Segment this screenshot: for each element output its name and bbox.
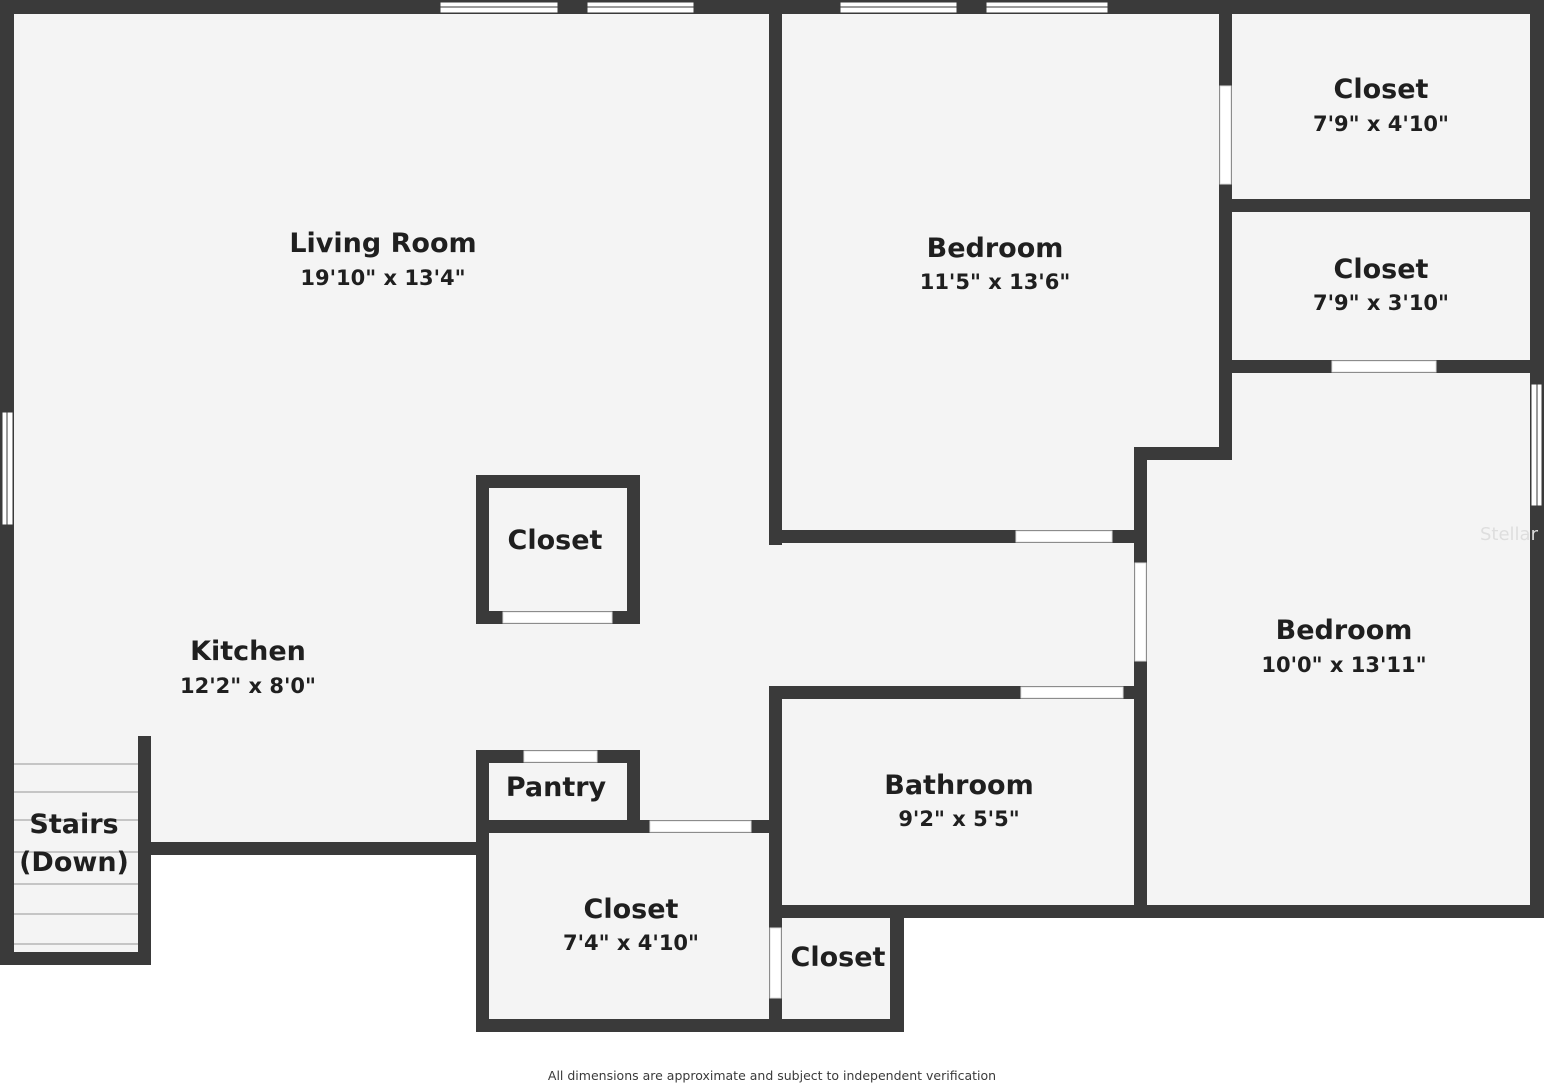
watermark-text: Stellar M bbox=[1480, 524, 1544, 545]
doorway bbox=[1331, 360, 1437, 373]
stairs-direction-label: (Down) bbox=[19, 847, 129, 878]
living-room-label: Living Room bbox=[289, 228, 476, 259]
exterior-areas bbox=[8, 848, 1544, 1083]
stairs-treads bbox=[14, 763, 138, 945]
stairs-label: Stairs bbox=[29, 809, 118, 840]
doorway bbox=[1219, 85, 1232, 185]
living-room-dimensions: 19'10" x 13'4" bbox=[300, 266, 465, 290]
doorway bbox=[1020, 686, 1124, 699]
bathroom-dimensions: 9'2" x 5'5" bbox=[898, 807, 1019, 831]
kitchen-label: Kitchen bbox=[190, 636, 306, 667]
closet-mid-right-dimensions: 7'9" x 3'10" bbox=[1313, 291, 1449, 315]
closet-mid-right-label: Closet bbox=[1334, 254, 1429, 285]
openings bbox=[1, 1, 1543, 526]
doorway bbox=[1015, 530, 1113, 543]
bedroom-1-label: Bedroom bbox=[927, 233, 1064, 264]
bathroom-label: Bathroom bbox=[884, 770, 1033, 801]
center-closet-label: Closet bbox=[508, 525, 603, 556]
bedroom-2-dimensions: 10'0" x 13'11" bbox=[1261, 653, 1426, 677]
doorway bbox=[502, 611, 613, 624]
closet-top-right-dimensions: 7'9" x 4'10" bbox=[1313, 112, 1449, 136]
doorway bbox=[523, 750, 598, 763]
doorway bbox=[1134, 562, 1147, 662]
doorways bbox=[502, 85, 1437, 999]
doorway bbox=[769, 927, 782, 999]
closet-top-right-label: Closet bbox=[1334, 74, 1429, 105]
closet-small-label: Closet bbox=[791, 942, 886, 973]
doorway bbox=[649, 820, 752, 833]
pantry-label: Pantry bbox=[506, 772, 607, 803]
bedroom-2-label: Bedroom bbox=[1276, 615, 1413, 646]
bedroom-1-dimensions: 11'5" x 13'6" bbox=[920, 270, 1071, 294]
closet-bottom-label: Closet bbox=[584, 894, 679, 925]
closet-bottom-dimensions: 7'4" x 4'10" bbox=[563, 931, 699, 955]
kitchen-dimensions: 12'2" x 8'0" bbox=[180, 674, 316, 698]
disclaimer-text: All dimensions are approximate and subje… bbox=[548, 1068, 996, 1083]
